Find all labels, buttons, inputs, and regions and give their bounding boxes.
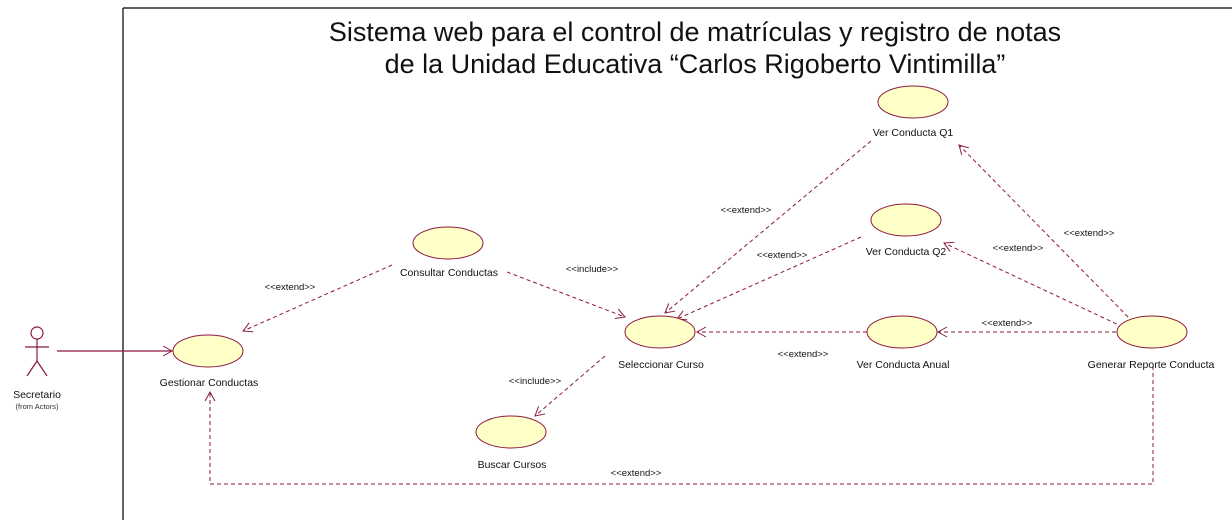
include-consultar-to-seleccionar [506, 271, 626, 319]
use-case-buscar-cursos[interactable]: Buscar Cursos [475, 415, 547, 471]
extend-q2-to-seleccionar [676, 236, 862, 321]
actor-left-leg [26, 360, 38, 377]
stereotype-label: <<extend>> [1064, 228, 1115, 239]
include-seleccionar-to-buscar [534, 355, 606, 417]
actor-right-leg [36, 360, 48, 377]
use-case-ellipse [866, 315, 938, 349]
use-case-ellipse [1116, 315, 1188, 349]
actor-source-label: (from Actors) [16, 402, 59, 411]
use-case-label: Seleccionar Curso [618, 359, 704, 371]
use-case-label: Generar Reporte Conducta [1088, 359, 1215, 371]
use-case-ellipse [475, 415, 547, 449]
use-case-ver-conducta-q1[interactable]: Ver Conducta Q1 [873, 85, 954, 139]
diagram-title-line-1: Sistema web para el control de matrícula… [329, 17, 1061, 47]
stereotype-label: <<extend>> [993, 243, 1044, 254]
diagram-title-line-2: de la Unidad Educativa “Carlos Rigoberto… [385, 49, 1006, 79]
relations [204, 140, 1154, 485]
use-case-ellipse [412, 226, 484, 260]
stereotype-label: <<include>> [509, 376, 562, 387]
use-case-ellipse [870, 203, 942, 237]
use-case-consultar-conductas[interactable]: Consultar Conductas [400, 226, 498, 279]
stereotype-label: <<include>> [566, 264, 619, 275]
use-case-label: Buscar Cursos [478, 459, 547, 471]
use-case-generar-reporte-conducta[interactable]: Generar Reporte Conducta [1088, 315, 1215, 371]
use-case-ellipse [172, 334, 244, 368]
use-case-label: Consultar Conductas [400, 267, 498, 279]
use-case-gestionar-conductas[interactable]: Gestionar Conductas [160, 334, 259, 389]
use-case-label: Ver Conducta Q2 [866, 246, 947, 258]
actor-secretario[interactable]: Secretario (from Actors) [13, 326, 61, 411]
use-case-seleccionar-curso[interactable]: Seleccionar Curso [618, 315, 704, 371]
stereotype-label: <<extend>> [265, 282, 316, 293]
stereotype-label: <<extend>> [757, 250, 808, 261]
use-case-ellipse [877, 85, 949, 119]
use-case-ver-conducta-q2[interactable]: Ver Conducta Q2 [866, 203, 947, 258]
use-case-ellipse [624, 315, 696, 349]
stereotype-label: <<extend>> [721, 205, 772, 216]
extend-reporte-to-q2 [943, 241, 1124, 328]
stereotype-label: <<extend>> [982, 318, 1033, 329]
stereotype-label: <<extend>> [611, 468, 662, 479]
actor-name-label: Secretario [13, 389, 61, 401]
use-case-label: Gestionar Conductas [160, 377, 259, 389]
extend-reporte-to-gestionar [204, 366, 1154, 485]
use-case-ver-conducta-anual[interactable]: Ver Conducta Anual [857, 315, 950, 371]
use-case-label: Ver Conducta Anual [857, 359, 950, 371]
stereotype-label: <<extend>> [778, 349, 829, 360]
extend-q1-to-seleccionar [664, 140, 872, 314]
extend-reporte-to-q1 [958, 144, 1134, 323]
actor-head [30, 326, 44, 340]
extend-consultar-to-gestionar [242, 264, 393, 333]
use-case-label: Ver Conducta Q1 [873, 127, 954, 139]
